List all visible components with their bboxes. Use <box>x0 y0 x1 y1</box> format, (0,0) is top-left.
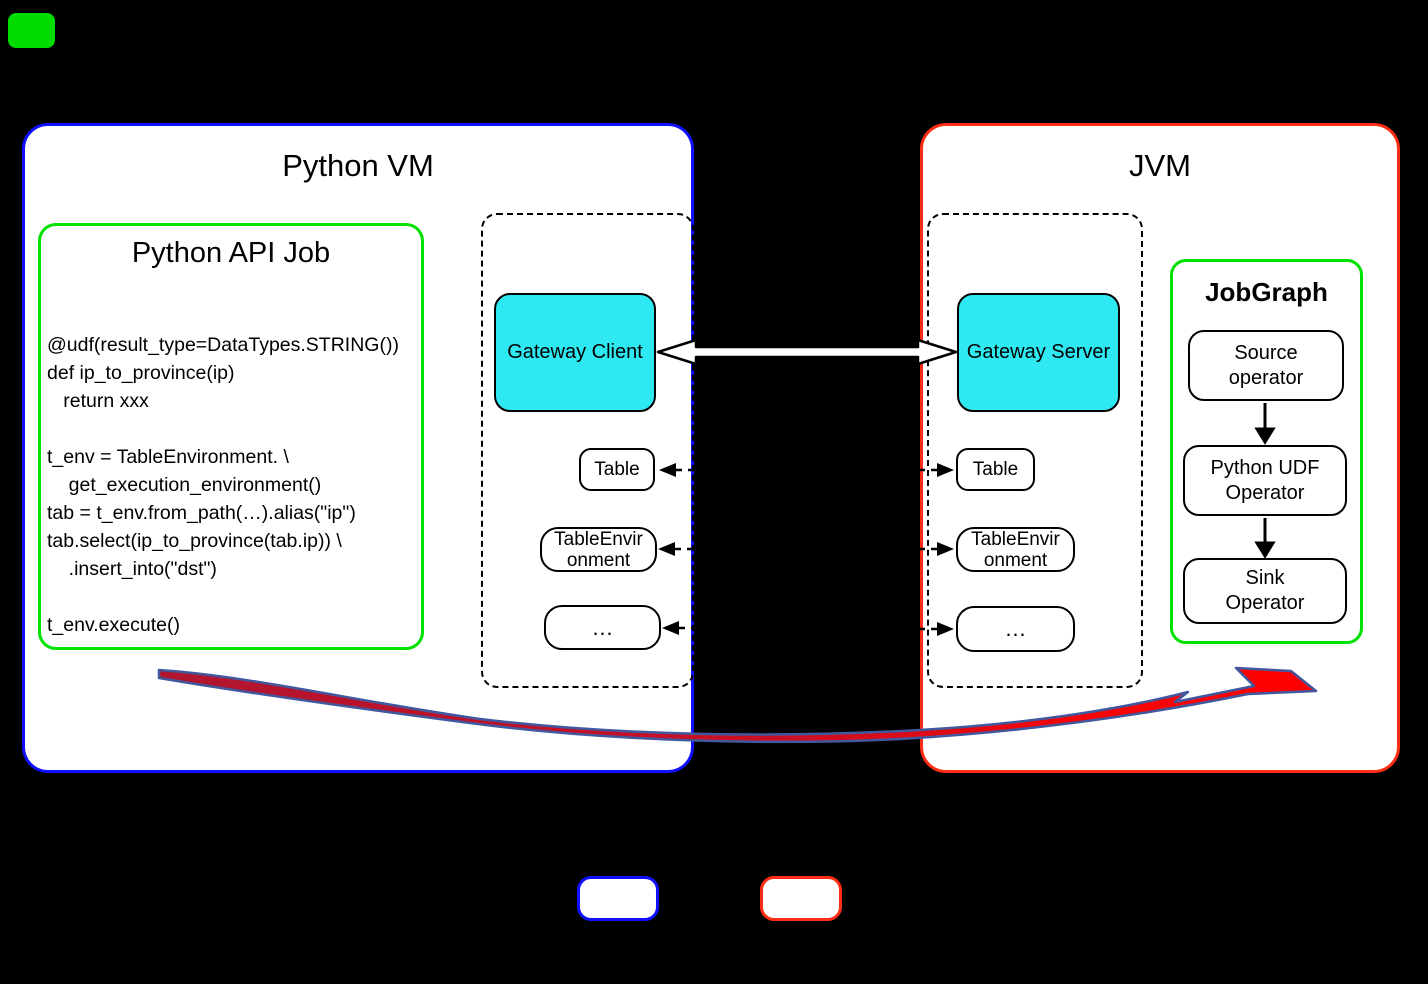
python-code-block: @udf(result_type=DataTypes.STRING()) def… <box>47 334 399 636</box>
python-udf-operator-box: Python UDF Operator <box>1183 445 1347 516</box>
sink-operator-box: Sink Operator <box>1183 558 1347 624</box>
client-more-objects-label: … <box>591 614 614 640</box>
client-more-objects-box: … <box>544 605 661 650</box>
gateway-server-box: Gateway Server <box>957 293 1120 412</box>
gateway-client-box: Gateway Client <box>494 293 656 412</box>
gateway-server-label: Gateway Server <box>966 341 1111 363</box>
gateway-bidirectional-arrow <box>656 338 958 366</box>
server-more-objects-label: … <box>1004 616 1027 641</box>
server-table-box: Table <box>956 448 1035 491</box>
python-udf-operator-label: Python UDF Operator <box>1210 456 1320 504</box>
server-table-label: Table <box>972 459 1019 480</box>
python-api-job-box <box>38 223 424 650</box>
green-corner-marker <box>8 13 55 48</box>
client-tableenvironment-label: TableEnvironment <box>554 528 643 571</box>
client-tableenvironment-box: TableEnvironment <box>540 527 657 572</box>
gateway-client-label: Gateway Client <box>507 341 643 363</box>
jobgraph-title: JobGraph <box>1205 277 1328 307</box>
source-operator-label: Source operator <box>1228 341 1304 389</box>
python-api-job-title: Python API Job <box>131 237 331 269</box>
source-operator-box: Source operator <box>1188 330 1344 401</box>
server-tableenvironment-box: TableEnvironment <box>956 527 1075 572</box>
legend-python-swatch <box>577 876 659 921</box>
legend-java-swatch <box>760 876 842 921</box>
client-table-box: Table <box>579 448 655 491</box>
jvm-title: JVM <box>1129 148 1191 183</box>
server-more-objects-box: … <box>956 606 1075 652</box>
client-table-label: Table <box>594 459 640 480</box>
server-tableenvironment-label: TableEnvironment <box>971 528 1060 571</box>
python-vm-title: Python VM <box>282 148 434 183</box>
sink-operator-label: Sink Operator <box>1225 567 1305 614</box>
